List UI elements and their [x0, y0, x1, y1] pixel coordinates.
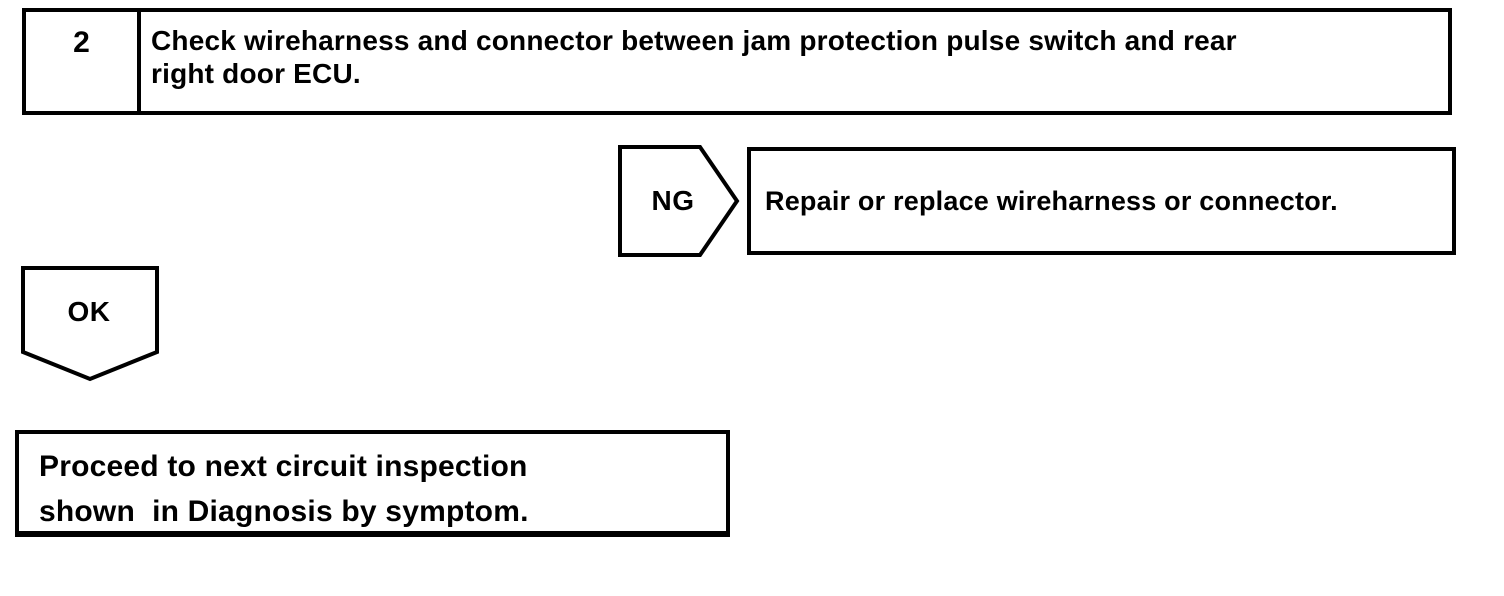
ng-connector-shape: NG — [618, 145, 740, 257]
ng-pentagon-icon — [618, 145, 740, 257]
proceed-result-line-2: shown in Diagnosis by symptom. — [39, 495, 529, 528]
ok-connector-shape: OK — [21, 266, 159, 382]
ok-pentagon-icon — [21, 266, 159, 382]
ng-label: NG — [651, 185, 695, 216]
step-instruction: Check wireharness and connector between … — [141, 12, 1448, 111]
step-number: 2 — [26, 12, 141, 111]
proceed-result-line-1: Proceed to next circuit inspection — [39, 450, 528, 483]
ok-label: OK — [67, 296, 111, 327]
step-instruction-line-2: right door ECU. — [151, 58, 361, 89]
proceed-result-box: Proceed to next circuit inspection shown… — [15, 430, 730, 537]
step-instruction-line-1: Check wireharness and connector between … — [151, 25, 1237, 56]
step-box: 2 Check wireharness and connector betwee… — [22, 8, 1452, 115]
repair-action-box: Repair or replace wireharness or connect… — [747, 147, 1456, 255]
repair-action-text: Repair or replace wireharness or connect… — [765, 185, 1338, 216]
